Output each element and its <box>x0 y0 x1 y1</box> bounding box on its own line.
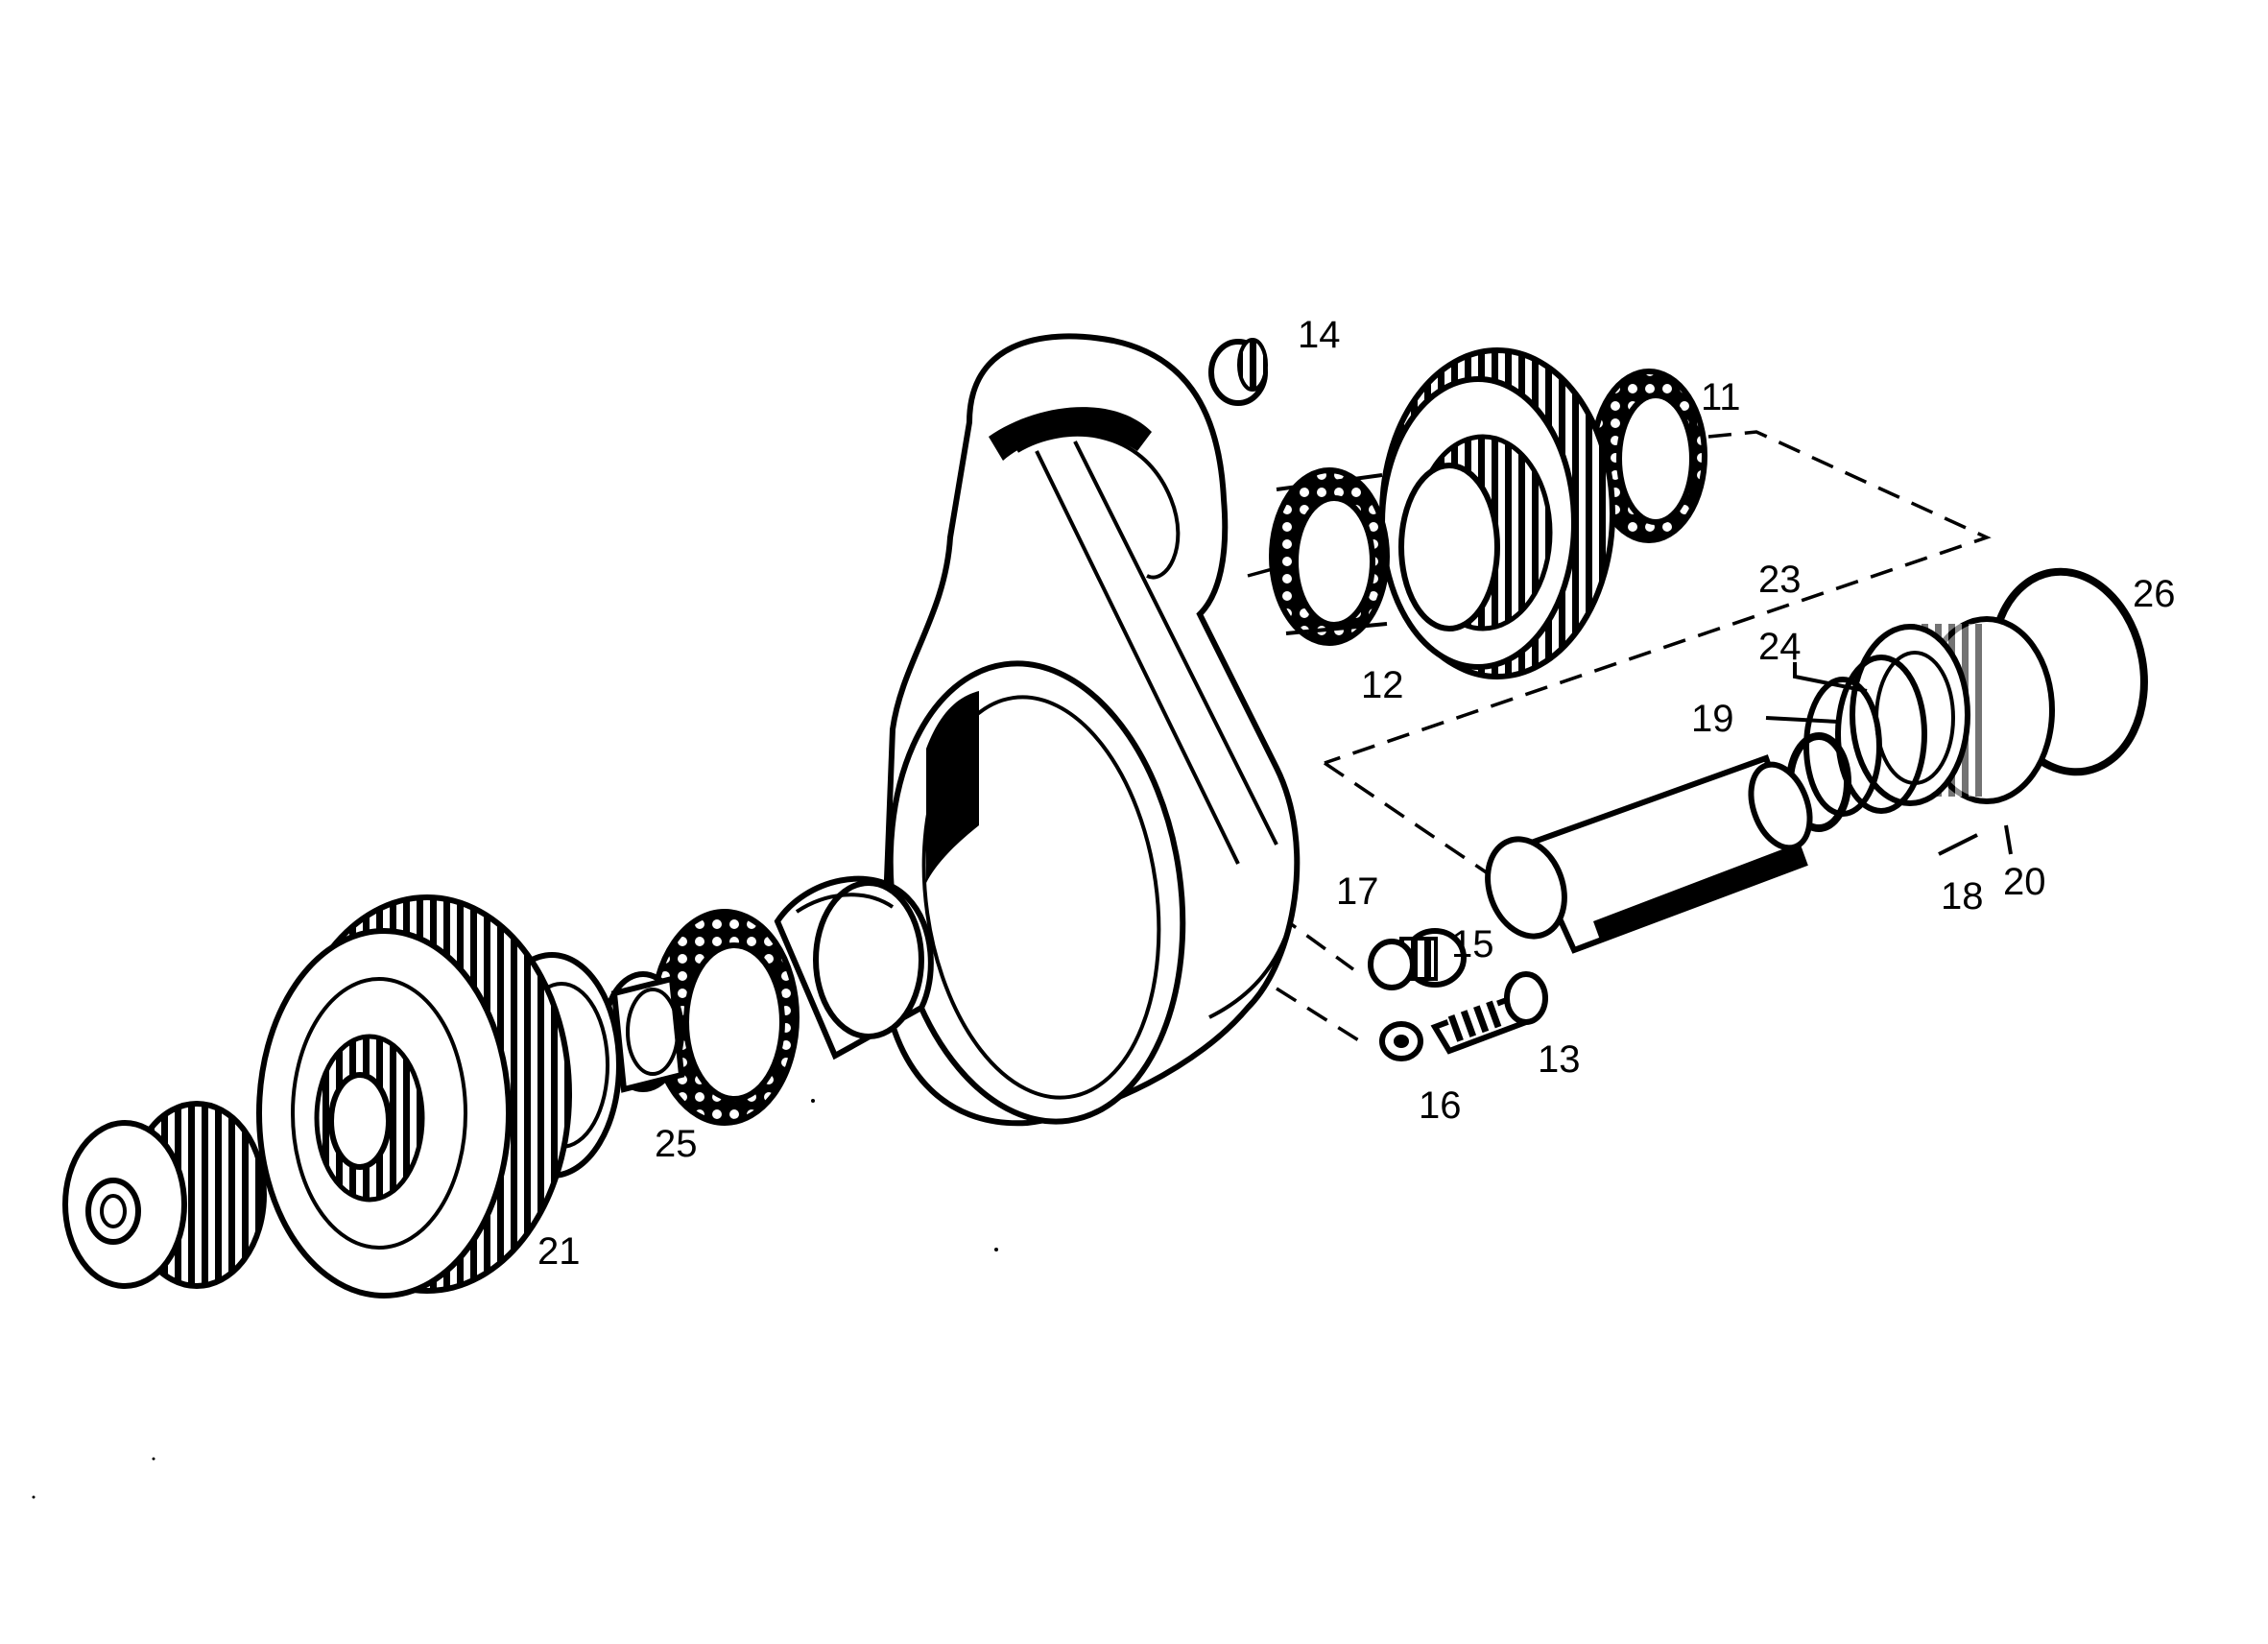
upper-gear <box>1379 347 1615 679</box>
label-26: 26 <box>2133 573 2176 615</box>
label-12: 12 <box>1361 664 1404 706</box>
label-23: 23 <box>1758 559 1802 601</box>
label-16: 16 <box>1419 1084 1462 1127</box>
part-14-plug <box>1208 338 1268 406</box>
part-25-spacer <box>602 971 685 1093</box>
label-15: 15 <box>1451 923 1494 965</box>
leader-lines <box>1765 662 2013 856</box>
label-13: 13 <box>1538 1038 1581 1081</box>
small-pinion-gear <box>62 1101 267 1289</box>
label-20: 20 <box>2003 861 2046 903</box>
callout-labels: 11 12 13 14 15 16 17 18 19 20 21 23 24 2… <box>537 314 2176 1273</box>
scan-specks <box>32 1099 998 1499</box>
label-21: 21 <box>537 1230 581 1273</box>
part-20-sleeve <box>1850 616 2055 806</box>
label-19: 19 <box>1691 698 1734 740</box>
lower-carrier <box>774 875 934 1060</box>
part-16-washer <box>1379 1021 1423 1061</box>
shaft <box>1485 754 1813 954</box>
part-13-bolt <box>1430 971 1548 1055</box>
label-11: 11 <box>1701 376 1741 418</box>
label-24: 24 <box>1758 626 1802 668</box>
part-21-large-gear <box>256 894 572 1299</box>
gear-housing <box>879 333 1301 1127</box>
part-18-ring <box>1835 655 1927 814</box>
part-15-plug <box>1368 928 1467 990</box>
label-25: 25 <box>655 1123 698 1165</box>
lower-bearing <box>650 909 800 1126</box>
label-18: 18 <box>1941 875 1984 917</box>
label-17: 17 <box>1336 870 1379 913</box>
part-11-bearing <box>1590 369 1707 543</box>
label-14: 14 <box>1298 314 1341 356</box>
part-12-bearing <box>1269 467 1390 646</box>
